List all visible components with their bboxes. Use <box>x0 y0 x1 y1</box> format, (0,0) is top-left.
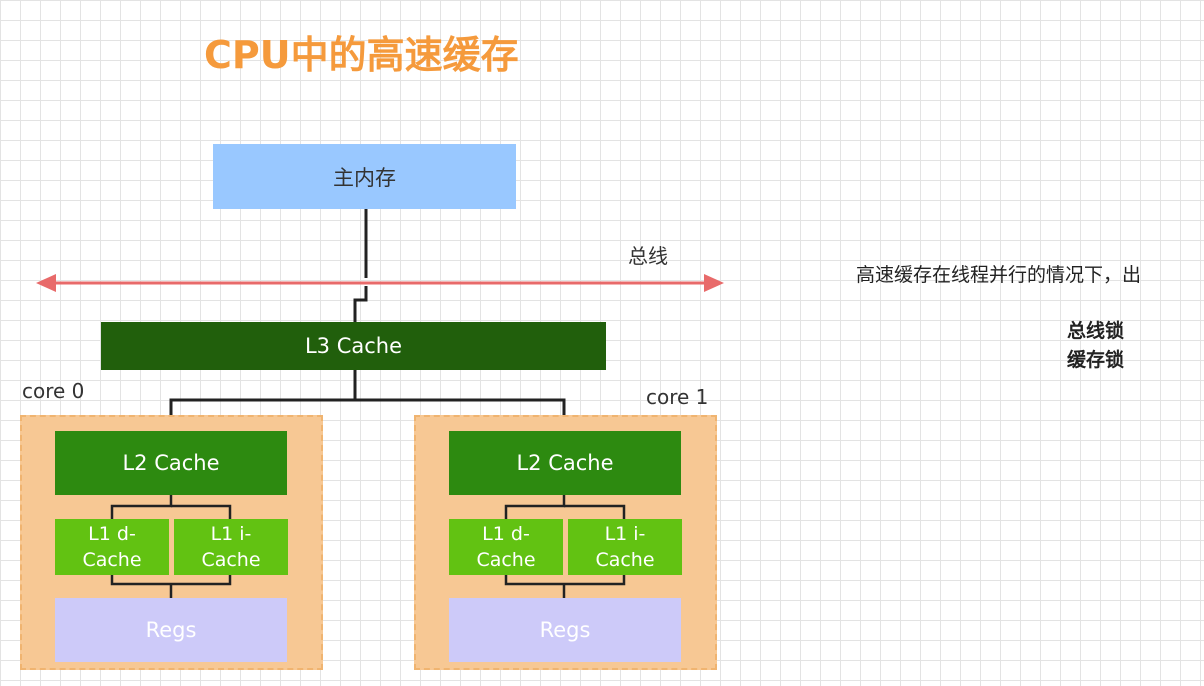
bus-label: 总线 <box>628 244 668 268</box>
core-1-l1d-line2: Cache <box>476 549 536 571</box>
core-0-l1i-line1: L1 i- <box>210 523 252 545</box>
core-1-l1i-cache: L1 i- Cache <box>568 519 682 575</box>
core-1-l2-cache: L2 Cache <box>449 431 681 495</box>
diagram-title: CPU中的高速缓存 <box>204 33 519 77</box>
bus-to-l3-line <box>353 286 368 322</box>
core-0-l1d-line2: Cache <box>82 549 142 571</box>
core-1-l1d-cache: L1 d- Cache <box>449 519 563 575</box>
l3-cache-box: L3 Cache <box>101 322 606 370</box>
bus-arrow <box>36 274 724 292</box>
core-0-l1i-cache: L1 i- Cache <box>174 519 288 575</box>
side-note-text: 高速缓存在线程并行的情况下，出 <box>856 264 1142 286</box>
core-0-l1i-line2: Cache <box>201 549 261 571</box>
main-memory-box: 主内存 <box>213 144 516 209</box>
core-1-l1i-line2: Cache <box>595 549 655 571</box>
core-0-l2-cache: L2 Cache <box>55 431 287 495</box>
core-0-regs: Regs <box>55 598 287 662</box>
core-0-l1d-cache: L1 d- Cache <box>55 519 169 575</box>
bus-lock-label: 总线锁 <box>1067 320 1125 342</box>
core-1-l1d-line1: L1 d- <box>482 523 530 545</box>
core-1-regs: Regs <box>449 598 681 662</box>
core-0-label: core 0 <box>22 379 85 403</box>
core-1-l1i-line1: L1 i- <box>604 523 646 545</box>
core-0-l1d-line1: L1 d- <box>88 523 136 545</box>
core-1-label: core 1 <box>646 385 709 409</box>
cache-lock-label: 缓存锁 <box>1067 349 1125 371</box>
